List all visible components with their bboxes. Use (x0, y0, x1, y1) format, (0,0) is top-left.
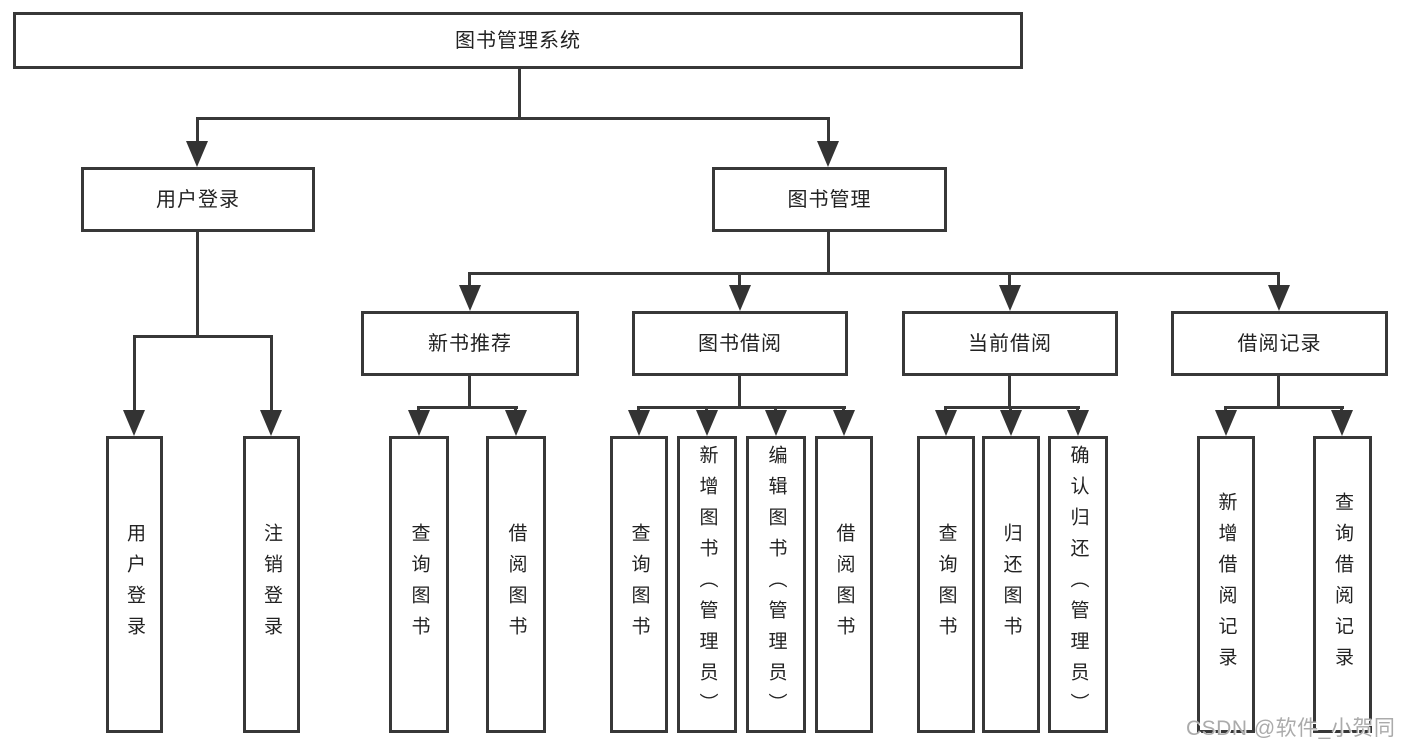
arrow-down-icon (1067, 410, 1089, 436)
connector-line (196, 117, 199, 145)
node-book-borrow: 图书借阅 (632, 311, 848, 376)
connector-line (468, 376, 471, 408)
node-book-management: 图书管理 (712, 167, 947, 232)
arrow-down-icon (459, 285, 481, 311)
connector-line (518, 68, 521, 118)
connector-line (827, 232, 830, 275)
leaf-label: 新增图书（管理员） (696, 445, 718, 724)
leaf-add-book-admin: 新增图书（管理员） (677, 436, 737, 733)
node-new-book-recommend: 新书推荐 (361, 311, 579, 376)
leaf-query-books-current: 查询图书 (917, 436, 975, 733)
leaf-label: 查询图书 (628, 522, 650, 647)
arrow-down-icon (1268, 285, 1290, 311)
node-user-login: 用户登录 (81, 167, 315, 232)
connector-line (133, 335, 136, 413)
connector-line (738, 376, 741, 408)
connector-line (1277, 376, 1280, 408)
connector-line (1277, 272, 1280, 288)
arrow-down-icon (1000, 410, 1022, 436)
leaf-return-book: 归还图书 (982, 436, 1040, 733)
connector-line (1008, 272, 1011, 288)
connector-line (944, 406, 1080, 409)
leaf-label: 查询图书 (408, 522, 430, 647)
leaf-edit-book-admin: 编辑图书（管理员） (746, 436, 806, 733)
leaf-label: 确认归还（管理员） (1067, 445, 1089, 724)
leaf-label: 注销登录 (261, 522, 282, 647)
arrow-down-icon (765, 410, 787, 436)
arrow-down-icon (505, 410, 527, 436)
connector-line (1224, 406, 1344, 409)
leaf-query-books-recommend: 查询图书 (389, 436, 449, 733)
leaf-label: 用户登录 (124, 522, 145, 647)
arrow-down-icon (833, 410, 855, 436)
arrow-down-icon (1215, 410, 1237, 436)
leaf-borrow-books: 借阅图书 (815, 436, 873, 733)
node-current-borrow: 当前借阅 (902, 311, 1118, 376)
connector-line (196, 117, 830, 120)
leaf-borrow-books-recommend: 借阅图书 (486, 436, 546, 733)
leaf-label: 编辑图书（管理员） (765, 445, 787, 724)
arrow-down-icon (935, 410, 957, 436)
connector-line (637, 406, 846, 409)
connector-line (1008, 376, 1011, 408)
leaf-logout: 注销登录 (243, 436, 300, 733)
leaf-label: 新增借阅记录 (1215, 491, 1237, 678)
arrow-down-icon (628, 410, 650, 436)
leaf-label: 查询图书 (935, 522, 957, 647)
leaf-user-login: 用户登录 (106, 436, 163, 733)
csdn-watermark: CSDN @软件_小贺同学 (1186, 717, 1396, 740)
arrow-down-icon (999, 285, 1021, 311)
connector-line (196, 232, 199, 337)
connector-line (417, 406, 518, 409)
leaf-label: 归还图书 (1000, 522, 1022, 647)
node-root: 图书管理系统 (13, 12, 1023, 69)
arrow-down-icon (729, 285, 751, 311)
connector-line (738, 272, 741, 288)
connector-line (133, 335, 273, 338)
node-borrow-records: 借阅记录 (1171, 311, 1388, 376)
leaf-confirm-return-admin: 确认归还（管理员） (1048, 436, 1108, 733)
leaf-label: 查询借阅记录 (1332, 491, 1353, 678)
leaf-query-borrow-record: 查询借阅记录 (1313, 436, 1372, 733)
connector-line (468, 272, 1280, 275)
leaf-query-books-borrow: 查询图书 (610, 436, 668, 733)
connector-line (468, 272, 471, 288)
leaf-add-borrow-record: 新增借阅记录 (1197, 436, 1255, 733)
arrow-down-icon (696, 410, 718, 436)
arrow-down-icon (186, 141, 208, 167)
arrow-down-icon (123, 410, 145, 436)
arrow-down-icon (260, 410, 282, 436)
leaf-label: 借阅图书 (505, 522, 527, 647)
leaf-label: 借阅图书 (833, 522, 855, 647)
arrow-down-icon (817, 141, 839, 167)
connector-line (270, 335, 273, 413)
arrow-down-icon (1331, 410, 1353, 436)
connector-line (827, 117, 830, 145)
arrow-down-icon (408, 410, 430, 436)
